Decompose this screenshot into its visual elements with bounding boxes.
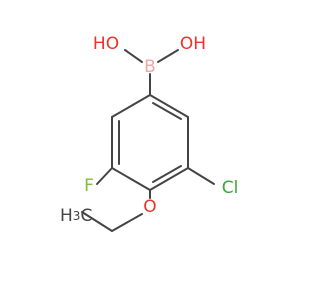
bond-ring-f xyxy=(96,167,113,185)
methyl-label: H3C xyxy=(60,206,92,226)
ring-double-bond-1 xyxy=(152,102,182,120)
methyl-subscript: 3 xyxy=(73,209,81,223)
bond-ring-cl xyxy=(187,167,215,185)
methyl-h: H xyxy=(60,206,73,226)
bond-b-o-right xyxy=(157,49,179,63)
chlorine-label: Cl xyxy=(222,178,239,198)
ring-bond-4 xyxy=(111,167,151,191)
bond-ch2-ch3 xyxy=(81,211,113,232)
hydroxyl-right-label: OH xyxy=(180,34,206,54)
ring-double-bond-2 xyxy=(152,165,182,183)
boron-label: B xyxy=(144,57,156,77)
ether-oxygen-label: O xyxy=(143,197,156,217)
hydroxyl-left-label: HO xyxy=(93,34,119,54)
ring-bond-3 xyxy=(149,167,189,191)
chemical-structure: HO OH B F Cl O H3C xyxy=(60,34,239,232)
fluorine-label: F xyxy=(84,176,94,196)
bond-o-ch2 xyxy=(111,213,143,232)
bond-b-o-left xyxy=(124,49,143,63)
ring-bond-1 xyxy=(149,94,189,118)
methyl-c: C xyxy=(80,206,92,226)
ring-bond-6 xyxy=(111,94,151,118)
